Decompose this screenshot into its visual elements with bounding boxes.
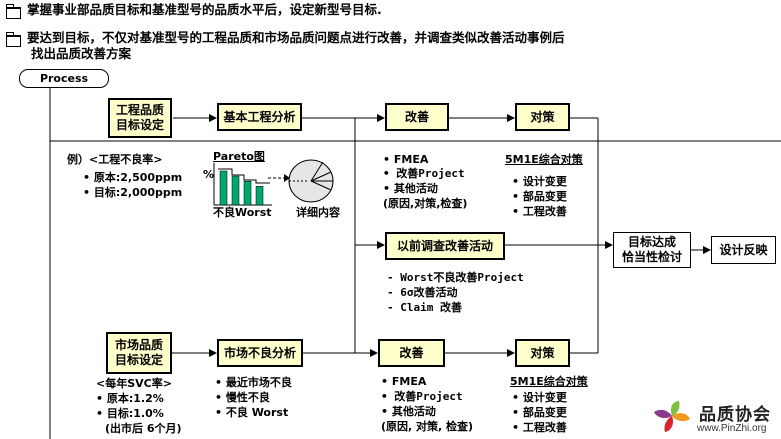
logo-name: 品质协会 — [699, 405, 771, 425]
improve-top-item: (原因,对策,检查) — [383, 197, 468, 210]
design-reflect-box: 设计反映 — [711, 236, 776, 264]
improve-top-item: • 改善Project — [383, 167, 465, 180]
measure-top-item: • 设计变更 — [512, 175, 567, 188]
example-item: • 原本:2,500ppm — [83, 171, 183, 184]
header-line-1: 掌握事业部品质目标和基准型号的品质水平后，设定新型号目标. — [27, 2, 382, 17]
pie-caption: 详细内容 — [296, 206, 340, 219]
example-title: 例）<工程不良率> — [67, 153, 163, 166]
improve-bottom-item: • 其他活动 — [381, 405, 436, 418]
pareto-cumulative-line — [218, 168, 270, 184]
process-label: Process — [19, 69, 109, 88]
pareto-bar — [255, 186, 264, 206]
svc-item: (出市后 6个月) — [105, 422, 182, 435]
improve-bottom-item: (原因, 对策, 检查) — [381, 420, 474, 433]
box-line: 目标达成 — [627, 235, 676, 249]
improve-top-item: • FMEA — [383, 153, 429, 166]
box-line: 市场品质 — [114, 338, 163, 352]
survey-item: - Claim 改善 — [387, 301, 462, 314]
measure-box-top: 对策 — [515, 103, 570, 131]
pareto-to-pie-arrow — [268, 174, 290, 182]
measure-bottom-item: • 设计变更 — [512, 391, 567, 404]
improve-bottom-item: • 改善Project — [381, 390, 463, 403]
folder-icon — [6, 32, 21, 47]
pie-chart-icon — [288, 159, 334, 203]
basic-process-analysis-box: 基本工程分析 — [217, 103, 302, 131]
pareto-bar — [231, 175, 240, 206]
header-line-2: 要达到目标，不仅对基准型号的工程品质和市场品质问题点进行改善，并调查类似改善活动… — [27, 30, 565, 45]
box-line: 恰当性检讨 — [621, 250, 682, 264]
improve-box-bottom: 改善 — [378, 339, 445, 367]
pareto-bar — [243, 180, 252, 206]
measure-bottom-title: 5M1E综合对策 — [510, 375, 588, 388]
goal-verify-box: 目标达成 恰当性检讨 — [613, 232, 691, 268]
improve-box-top: 改善 — [385, 103, 449, 131]
pareto-percent: % — [203, 168, 215, 181]
svc-title: <每年SVC率> — [96, 377, 172, 390]
market-quality-goal-box: 市场品质 目标设定 — [106, 332, 172, 374]
pareto-caption: 不良Worst — [213, 206, 272, 219]
measure-bottom-item: • 部品变更 — [512, 406, 567, 419]
improve-bottom-item: • FMEA — [381, 375, 427, 388]
market-item: • 慢性不良 — [215, 391, 270, 404]
survey-item: - Worst不良改善Project — [387, 271, 524, 284]
measure-top-title: 5M1E综合对策 — [505, 153, 583, 166]
box-line: 工程品质 — [115, 103, 164, 117]
market-item: • 最近市场不良 — [215, 376, 292, 389]
market-defect-analysis-box: 市场不良分析 — [217, 339, 303, 367]
measure-top-item: • 部品变更 — [512, 190, 567, 203]
svc-item: • 目标:1.0% — [96, 407, 164, 420]
pareto-bar — [219, 170, 228, 206]
process-quality-goal-box: 工程品质 目标设定 — [108, 98, 172, 138]
improve-top-item: • 其他活动 — [383, 182, 438, 195]
survey-item: - 6σ改善活动 — [387, 286, 458, 299]
logo-url: www.PinZhi.org — [697, 423, 767, 434]
example-item: • 目标:2,000ppm — [83, 186, 183, 199]
box-line: 目标设定 — [115, 118, 164, 132]
measure-bottom-item: • 工程改善 — [512, 421, 567, 434]
pareto-title: Pareto图 — [213, 150, 265, 163]
pareto-chart — [213, 163, 272, 206]
svc-item: • 原本:1.2% — [96, 392, 164, 405]
measure-top-item: • 工程改善 — [512, 205, 567, 218]
previous-survey-box: 以前调查改善活动 — [385, 232, 505, 260]
measure-box-bottom: 对策 — [515, 339, 570, 367]
header-line-3: 找出品质改善方案 — [31, 46, 132, 61]
pinzhi-logo-icon — [654, 401, 690, 432]
box-line: 目标设定 — [114, 353, 163, 367]
folder-icon — [6, 4, 21, 19]
market-item: • 不良 Worst — [215, 406, 289, 419]
